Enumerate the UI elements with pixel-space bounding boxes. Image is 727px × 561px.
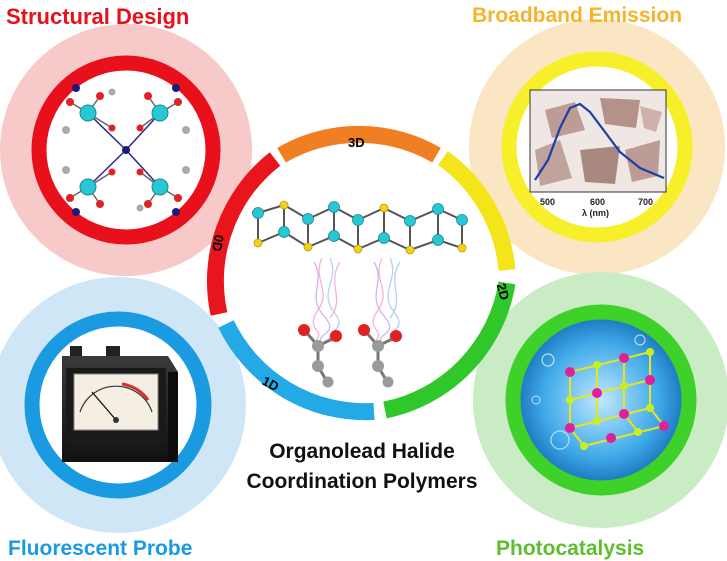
broadband-emission-title: Broadband Emission: [472, 4, 682, 27]
arc-2d-yellow: [437, 151, 516, 271]
central-structure: [252, 200, 468, 388]
photocatalysis-title: Photocatalysis: [496, 537, 644, 560]
emission-curve: [534, 102, 665, 181]
pb-atom: [151, 104, 169, 122]
label-1d: 1D: [260, 373, 282, 394]
arc-0d: [206, 152, 281, 316]
emission-tick-700: 700: [638, 197, 653, 207]
label-0d: 0D: [209, 234, 227, 253]
center-title-line2: Coordination Polymers: [246, 470, 477, 493]
photocatalysis-panel: Photocatalysis: [473, 272, 727, 560]
emission-axis-label: λ (nm): [582, 208, 609, 218]
arc-2d-green: [383, 281, 516, 419]
center-title-line1: Organolead Halide: [269, 440, 455, 463]
broadband-emission-panel: 500 600 700 λ (nm) Broadband Emission: [469, 4, 725, 275]
fluorescent-probe-title: Fluorescent Probe: [8, 537, 192, 560]
emission-tick-600: 600: [590, 197, 605, 207]
photo-lattice-image: [531, 334, 669, 450]
label-3d: 3D: [348, 135, 365, 150]
structural-design-title: Structural Design: [6, 4, 189, 29]
fluorescent-probe-panel: Fluorescent Probe: [0, 277, 246, 560]
pb-atom: [79, 178, 97, 196]
arc-3d: [277, 125, 441, 163]
pb-atom: [151, 178, 169, 196]
emission-spectrum-image: 500 600 700 λ (nm): [529, 89, 667, 218]
arc-1d: [218, 320, 375, 421]
label-2d: 2D: [494, 282, 513, 302]
meter-device-image: [62, 346, 178, 462]
structural-design-panel: Structural Design: [0, 4, 252, 276]
emission-tick-500: 500: [540, 197, 555, 207]
pb-atom: [79, 104, 97, 122]
structural-molecule: [62, 84, 190, 216]
photo-ring: [505, 304, 697, 496]
dimensionality-ring: [206, 125, 516, 421]
